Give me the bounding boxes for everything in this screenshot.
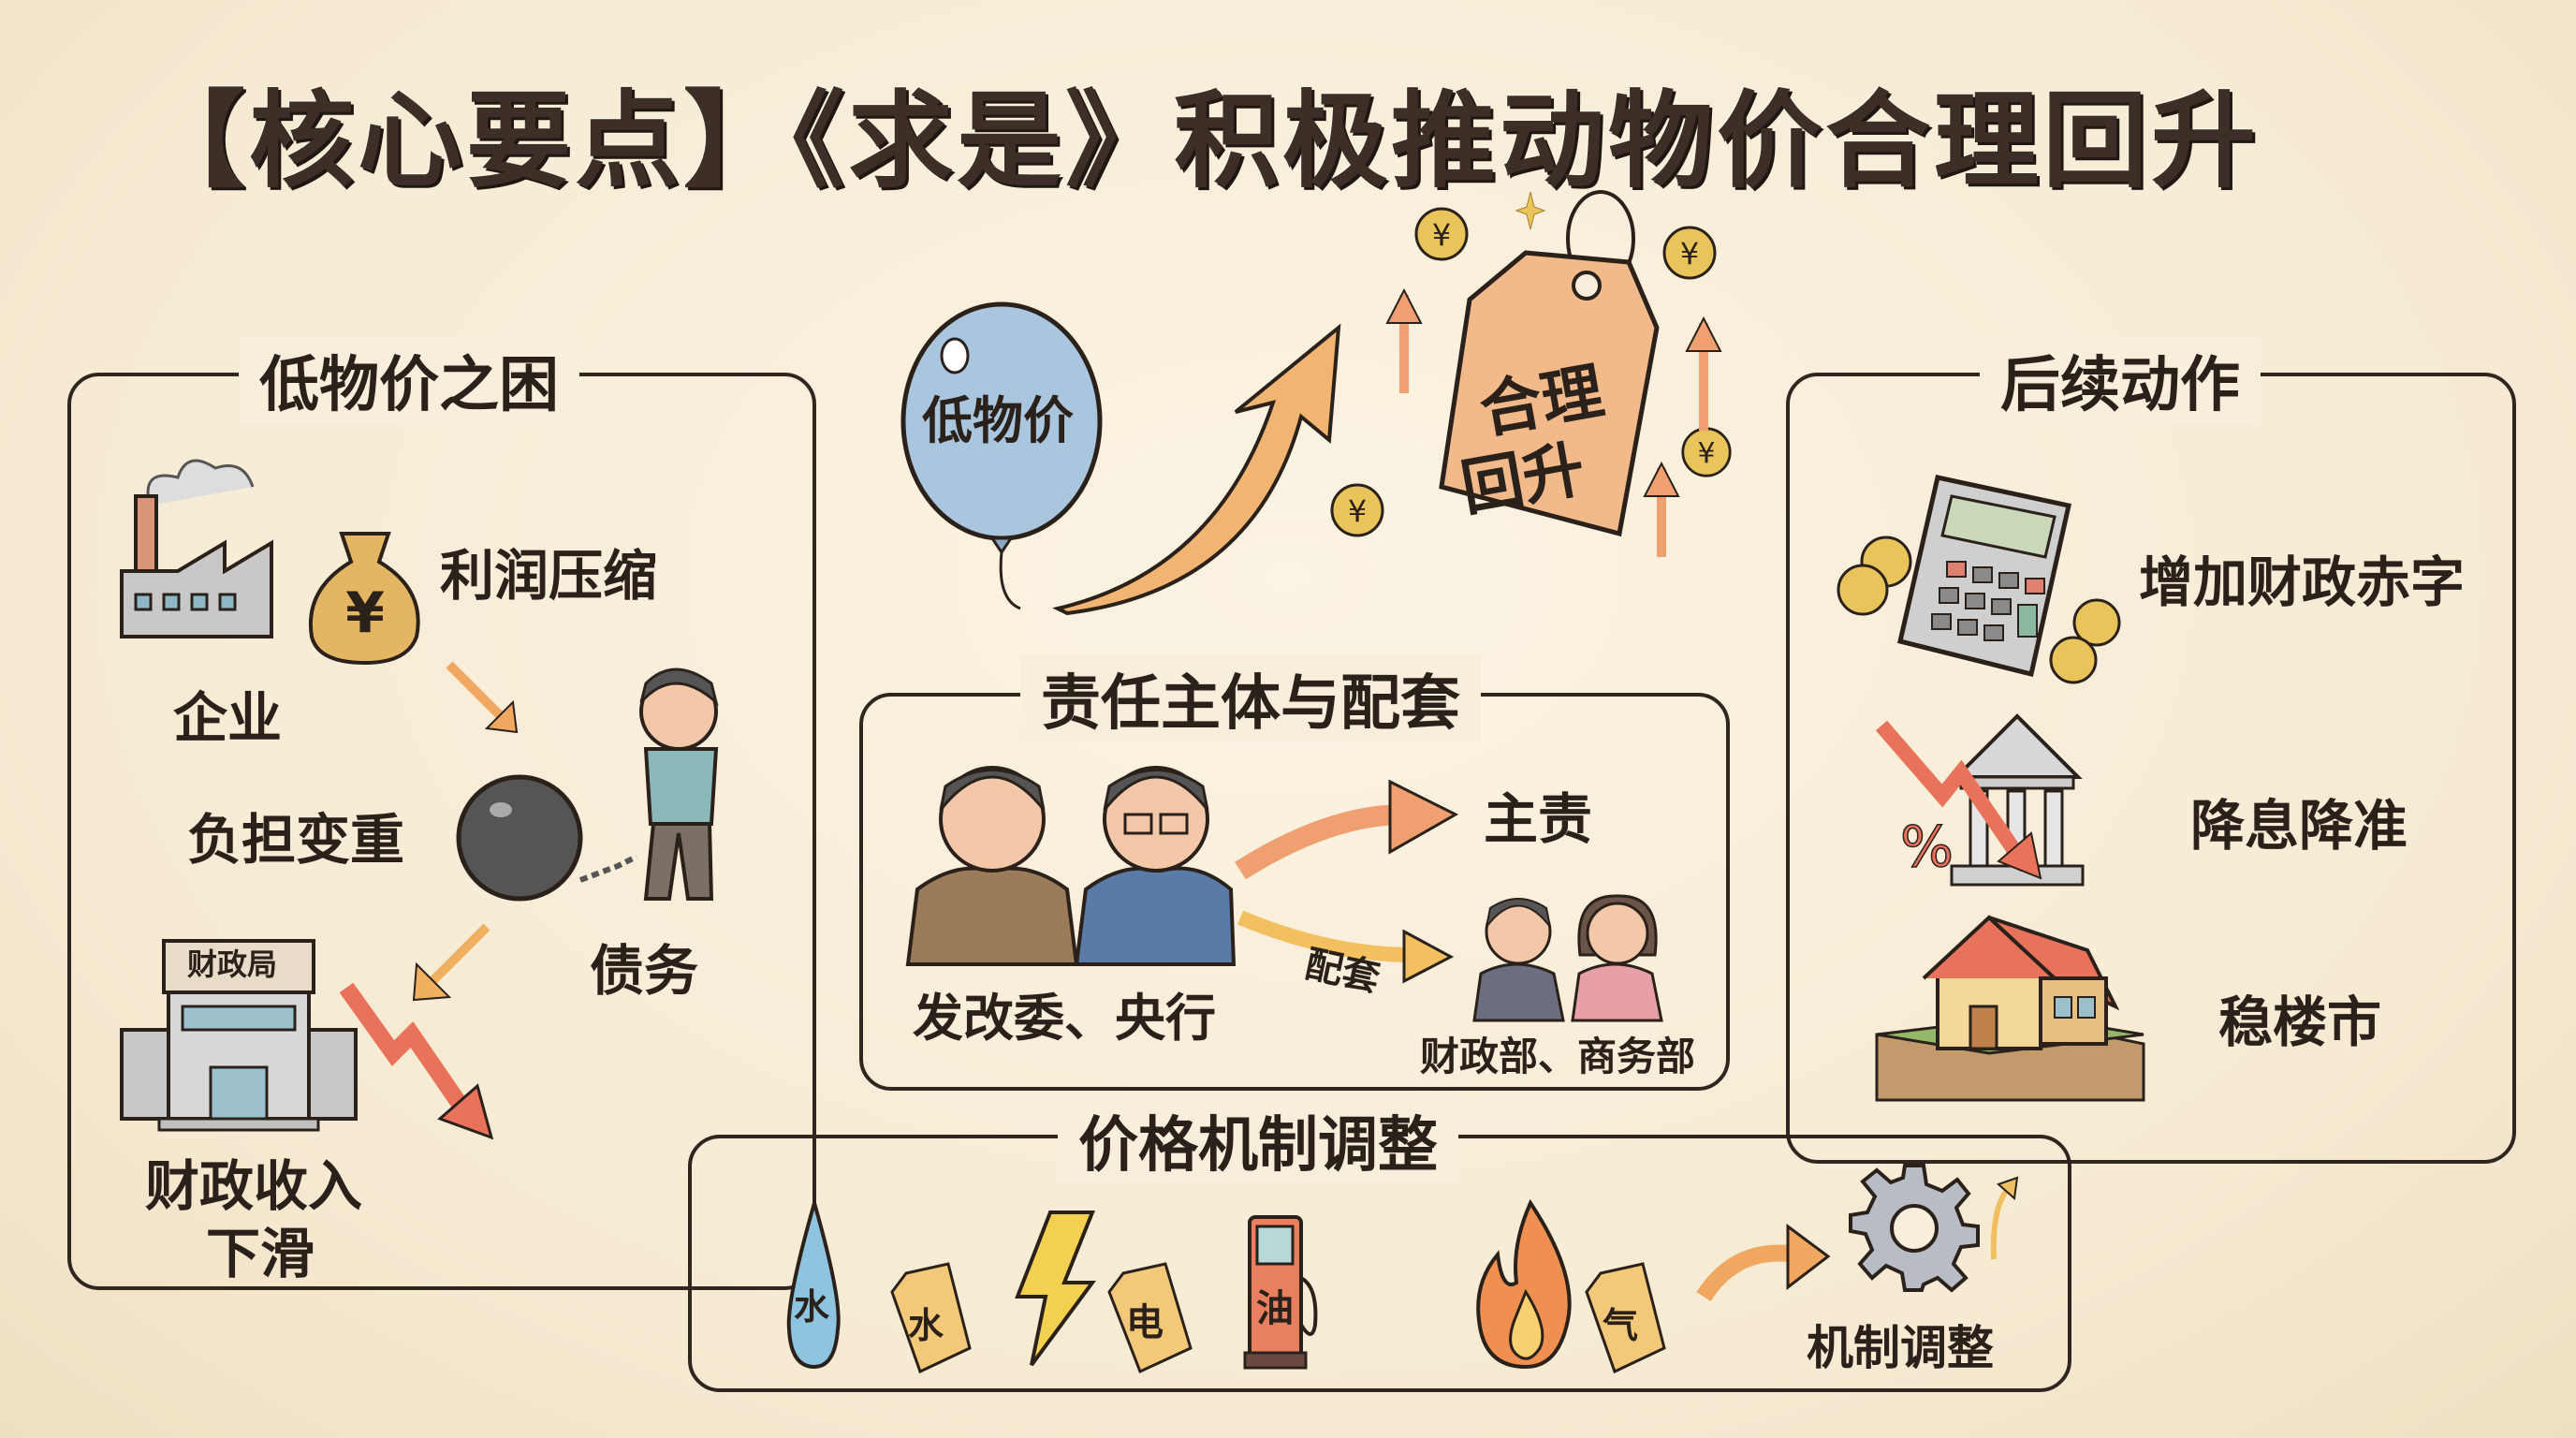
label-debt: 债务	[590, 939, 699, 1003]
ball-and-chain-icon	[456, 774, 583, 902]
panel-bottom-title: 价格机制调整	[1058, 1097, 1458, 1183]
money-bag-icon: ¥	[309, 532, 420, 666]
label-stabilize-housing: 稳楼市	[2218, 990, 2382, 1054]
gas-tag-label: 气	[1603, 1305, 1639, 1346]
label-lead-agencies: 发改委、央行	[913, 989, 1216, 1048]
support-arrow-icon	[1237, 910, 1455, 984]
coin-icon: ¥	[1414, 207, 1469, 261]
government-building-icon	[120, 939, 358, 1132]
balloon-label: 低物价	[922, 391, 1074, 450]
arrow-right-icon	[1696, 1224, 1831, 1302]
officials-lead-icon	[905, 766, 1237, 966]
factory-icon	[120, 459, 273, 638]
price-tag-icon	[1585, 1262, 1666, 1374]
label-revenue-line2: 下滑	[206, 1222, 315, 1285]
up-arrow-icon	[1385, 287, 1423, 393]
svg-text:¥: ¥	[1680, 236, 1699, 271]
svg-text:%: %	[1900, 814, 1954, 880]
zigzag-down-arrow-icon	[339, 982, 494, 1140]
panel-left-title: 低物价之困	[239, 337, 579, 423]
main-duty-arrow-icon	[1235, 779, 1459, 880]
label-rate-cut: 降息降准	[2190, 794, 2408, 858]
label-support-agencies: 财政部、商务部	[1420, 1034, 1696, 1079]
fuel-pump-icon	[1243, 1215, 1318, 1370]
electricity-tag-label: 电	[1126, 1301, 1164, 1344]
svg-text:¥: ¥	[1698, 437, 1716, 470]
water-tag-label: 水	[908, 1305, 944, 1346]
up-arrow-icon	[1685, 315, 1722, 431]
sparkle-icon	[1515, 191, 1546, 230]
svg-text:¥: ¥	[345, 580, 385, 646]
coin-icon: ¥	[1330, 483, 1384, 537]
lightning-icon	[1015, 1211, 1096, 1367]
officials-support-icon	[1472, 894, 1663, 1022]
page-title: 【核心要点】《求是》积极推动物价合理回升	[140, 81, 2260, 202]
arrow-down-left-icon	[412, 923, 490, 1002]
bank-down-arrow-icon: %	[1875, 713, 2085, 887]
panel-right-title: 后续动作	[1980, 337, 2261, 423]
label-increase-deficit: 增加财政赤字	[2139, 550, 2466, 614]
rising-arrow-icon	[1052, 323, 1341, 616]
low-price-balloon-icon	[900, 301, 1103, 610]
label-revenue-line1: 财政收入	[145, 1154, 363, 1218]
rotate-arrow-icon	[1990, 1176, 2019, 1260]
house-icon	[1875, 915, 2145, 1102]
price-tag-icon	[1107, 1262, 1193, 1374]
up-arrow-icon	[1643, 461, 1680, 557]
flame-icon	[1476, 1198, 1572, 1370]
svg-text:¥: ¥	[1432, 217, 1451, 253]
calculator-coins-icon	[1837, 475, 2121, 684]
water-drop-label: 水	[794, 1286, 830, 1328]
fuel-pump-label: 油	[1256, 1287, 1294, 1330]
price-tag-icon	[1439, 190, 1660, 537]
price-tag-icon	[890, 1262, 972, 1374]
svg-text:¥: ¥	[1348, 493, 1367, 529]
water-drop-icon	[786, 1196, 841, 1370]
gear-icon	[1849, 1164, 1980, 1293]
label-mechanism-adjustment: 机制调整	[1807, 1321, 1994, 1375]
worried-man-icon	[578, 668, 719, 901]
label-profit-squeeze: 利润压缩	[440, 544, 658, 608]
panel-center-title: 责任主体与配套	[1020, 655, 1481, 741]
label-main-duty: 主责	[1484, 787, 1593, 851]
label-finance-bureau: 财政局	[187, 946, 278, 982]
arrow-down-right-icon	[446, 661, 519, 734]
label-burden-heavier: 负担变重	[187, 808, 405, 872]
label-enterprise: 企业	[173, 686, 283, 750]
coin-icon: ¥	[1681, 427, 1732, 477]
coin-icon: ¥	[1662, 226, 1717, 280]
